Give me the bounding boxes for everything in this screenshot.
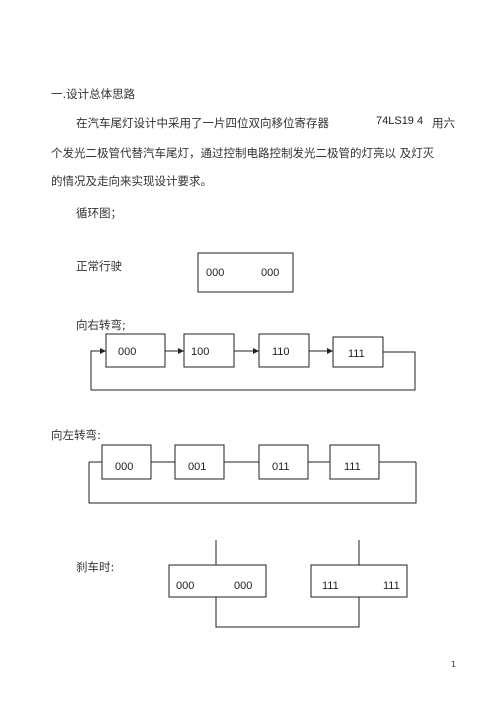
- right-turn-label: 向右转弯;: [76, 318, 126, 332]
- brake-box-left: [168, 564, 267, 598]
- right-state-1: 000: [118, 346, 137, 358]
- brake-box-right: [310, 564, 408, 598]
- brake-left-b: 000: [234, 580, 253, 592]
- right-state-4: 111: [348, 348, 365, 360]
- left-state-2: 001: [188, 461, 207, 473]
- normal-driving-label: 正常行驶: [76, 259, 122, 273]
- left-state-box-4: [329, 444, 380, 480]
- brake-label: 刹车时:: [76, 560, 115, 574]
- normal-state-right: 000: [261, 267, 280, 279]
- right-state-2: 100: [191, 346, 210, 358]
- brake-right-b: 111: [383, 580, 400, 592]
- left-turn-diagram: [88, 444, 417, 504]
- paragraph-line-1a: 在汽车尾灯设计中采用了一片四位双向移位寄存器: [76, 116, 329, 130]
- right-turn-diagram: [90, 333, 416, 391]
- right-state-3: 110: [272, 346, 290, 358]
- brake-left-a: 000: [176, 580, 195, 592]
- left-state-3: 011: [272, 461, 290, 473]
- normal-state-box: [197, 252, 294, 293]
- left-state-1: 000: [115, 461, 134, 473]
- cycle-diagram-label: 循环图；: [76, 206, 122, 220]
- section-heading: 一.设计总体思路: [51, 87, 136, 101]
- left-state-4: 111: [344, 461, 361, 473]
- page-number: 1: [451, 660, 457, 669]
- left-turn-label: 向左转弯:: [51, 428, 101, 442]
- brake-diagram: [168, 540, 408, 628]
- left-state-box-3: [258, 444, 309, 480]
- right-state-box-4: [332, 336, 384, 368]
- chip-model: 74LS19 4: [376, 115, 424, 127]
- paragraph-line-1c: 用六: [432, 116, 455, 130]
- normal-state-left: 000: [206, 267, 225, 279]
- left-state-box-2: [174, 444, 225, 480]
- paragraph-line-3: 的情况及走向来实现设计要求。: [51, 174, 212, 188]
- brake-right-a: 111: [322, 580, 339, 592]
- paragraph-line-2: 个发光二极管代替汽车尾灯，通过控制电路控制发光二极管的灯亮以 及灯灭: [51, 146, 435, 160]
